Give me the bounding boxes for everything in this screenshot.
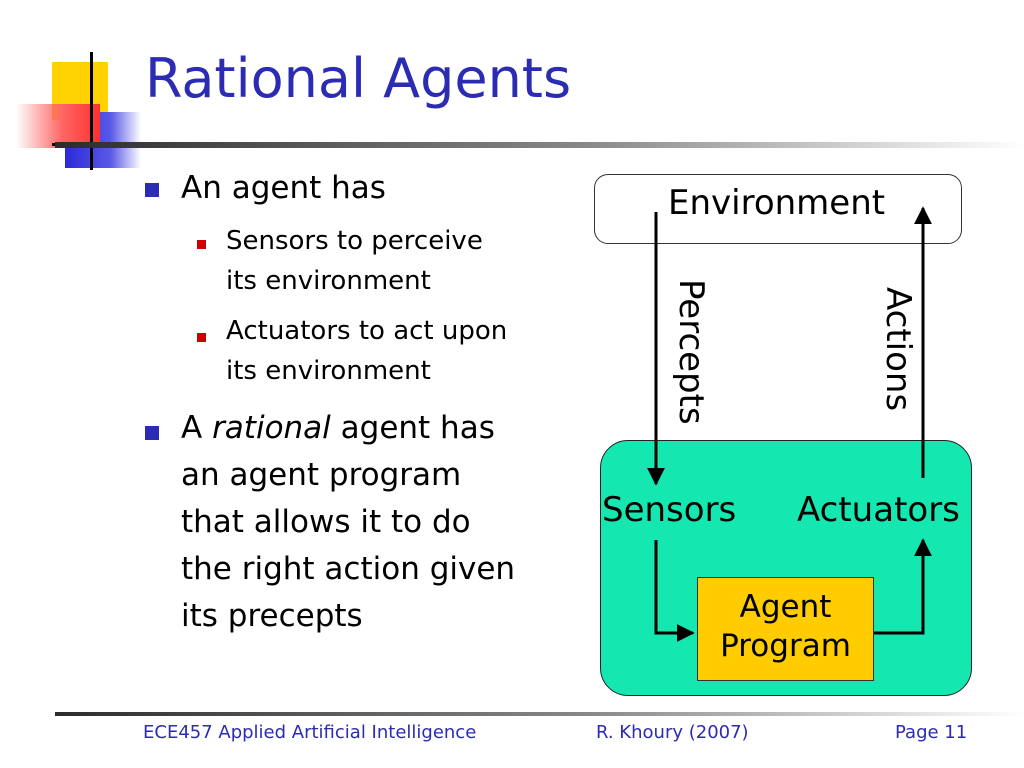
sub-bullet-text: its environment	[226, 356, 431, 386]
bullet-text-prefix: A	[181, 410, 213, 446]
footer-course: ECE457 Applied Artificial Intelligence	[143, 722, 477, 743]
sub-bullet-text: its environment	[226, 266, 431, 296]
sub-bullet-text: Sensors to perceive	[226, 226, 483, 256]
percepts-label: Percepts	[671, 279, 711, 425]
agent-program-line1: Agent	[739, 589, 832, 625]
bullet-text: A rational agent has	[181, 410, 495, 447]
logo-vertical-line	[90, 52, 93, 170]
title-divider	[55, 142, 1024, 148]
bullet-text-line: an agent program	[181, 457, 462, 493]
bullet-text-rest: agent has	[330, 410, 495, 446]
agent-program-box	[697, 577, 874, 681]
footer-author: R. Khoury (2007)	[596, 722, 749, 743]
actuators-label: Actuators	[797, 490, 960, 530]
bullet-text-line: that allows it to do	[181, 504, 471, 540]
sub-bullet-marker	[197, 333, 206, 342]
bullet-marker	[145, 426, 159, 440]
actions-label: Actions	[878, 287, 918, 412]
bullet-text-line: the right action given	[181, 551, 516, 587]
footer-divider	[55, 712, 1024, 716]
footer-page-number: Page 11	[895, 722, 968, 743]
bullet-text: An agent has	[181, 170, 386, 206]
bullet-text-line: its precepts	[181, 598, 363, 634]
sensors-label: Sensors	[602, 490, 737, 530]
sub-bullet-text: Actuators to act upon	[226, 316, 508, 346]
logo-red-block	[16, 104, 100, 148]
emphasis-text: rational	[212, 410, 331, 446]
sub-bullet-marker	[197, 240, 206, 249]
bullet-marker	[145, 183, 159, 197]
decorative-logo	[0, 0, 144, 180]
environment-label: Environment	[668, 183, 886, 223]
agent-program-label: Agent Program	[697, 588, 874, 666]
slide-title: Rational Agents	[145, 47, 572, 110]
agent-program-line2: Program	[720, 627, 851, 664]
